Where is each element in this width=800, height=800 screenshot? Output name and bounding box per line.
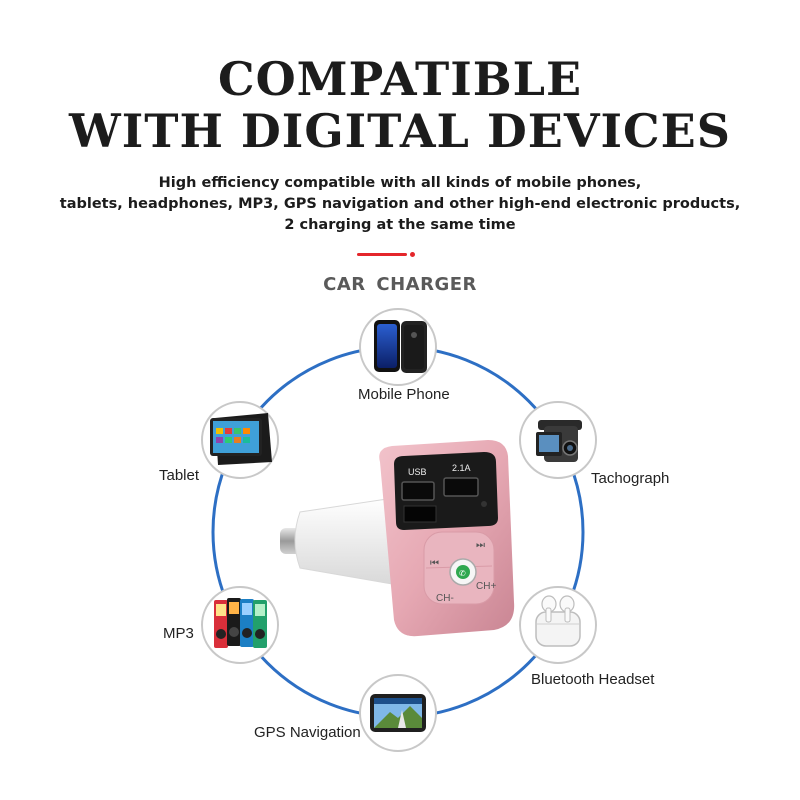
gps-icon	[370, 694, 426, 732]
tablet-icon	[210, 413, 272, 465]
label-tablet: Tablet	[159, 467, 200, 484]
subtitle-line-1: High efficiency compatible with all kind…	[158, 175, 642, 191]
svg-text:✆: ✆	[459, 569, 466, 578]
port2-label: 2.1A	[452, 463, 471, 473]
prev-track-icon[interactable]: ⏮	[430, 558, 439, 569]
ch-minus-label[interactable]: CH-	[436, 593, 454, 604]
tachograph-node	[519, 401, 597, 479]
car-charger: USB 2.1A ⏮ ⏭ ✆ CH- CH+	[280, 440, 515, 637]
tablet-node	[201, 401, 279, 479]
gps-node	[359, 674, 437, 752]
mobile-phone-icon	[374, 320, 427, 373]
ch-plus-label[interactable]: CH+	[476, 581, 496, 592]
label-mp3: MP3	[163, 625, 194, 642]
label-tachograph: Tachograph	[591, 470, 670, 487]
subtitle-line-3: 2 charging at the same time	[284, 217, 516, 233]
subtitle-line-2: tablets, headphones, MP3, GPS navigation…	[59, 196, 741, 212]
headline-line-2: WITH DIGITAL DEVICES	[69, 104, 731, 158]
label-gps-navigation: GPS Navigation	[254, 724, 361, 741]
next-track-icon[interactable]: ⏭	[476, 540, 485, 551]
usb-port-2[interactable]	[443, 477, 479, 497]
charger-display	[403, 505, 437, 523]
tachograph-icon	[536, 420, 582, 462]
divider-dot	[410, 252, 415, 257]
label-mobile-phone: Mobile Phone	[358, 386, 450, 403]
divider-bar	[357, 253, 407, 256]
port1-label: USB	[408, 467, 427, 477]
section-title: CAR CHARGER	[323, 274, 477, 295]
mobile-phone-node	[359, 308, 437, 386]
label-bluetooth-headset: Bluetooth Headset	[531, 671, 655, 688]
mp3-node	[201, 586, 279, 664]
earbuds-icon	[535, 595, 581, 647]
mp3-icon	[214, 598, 267, 648]
usb-port-1[interactable]	[401, 481, 435, 501]
headline-line-1: COMPATIBLE	[217, 52, 583, 106]
charger-white-barrel	[294, 497, 399, 585]
headset-node	[519, 586, 597, 664]
phone-icon	[456, 565, 470, 579]
